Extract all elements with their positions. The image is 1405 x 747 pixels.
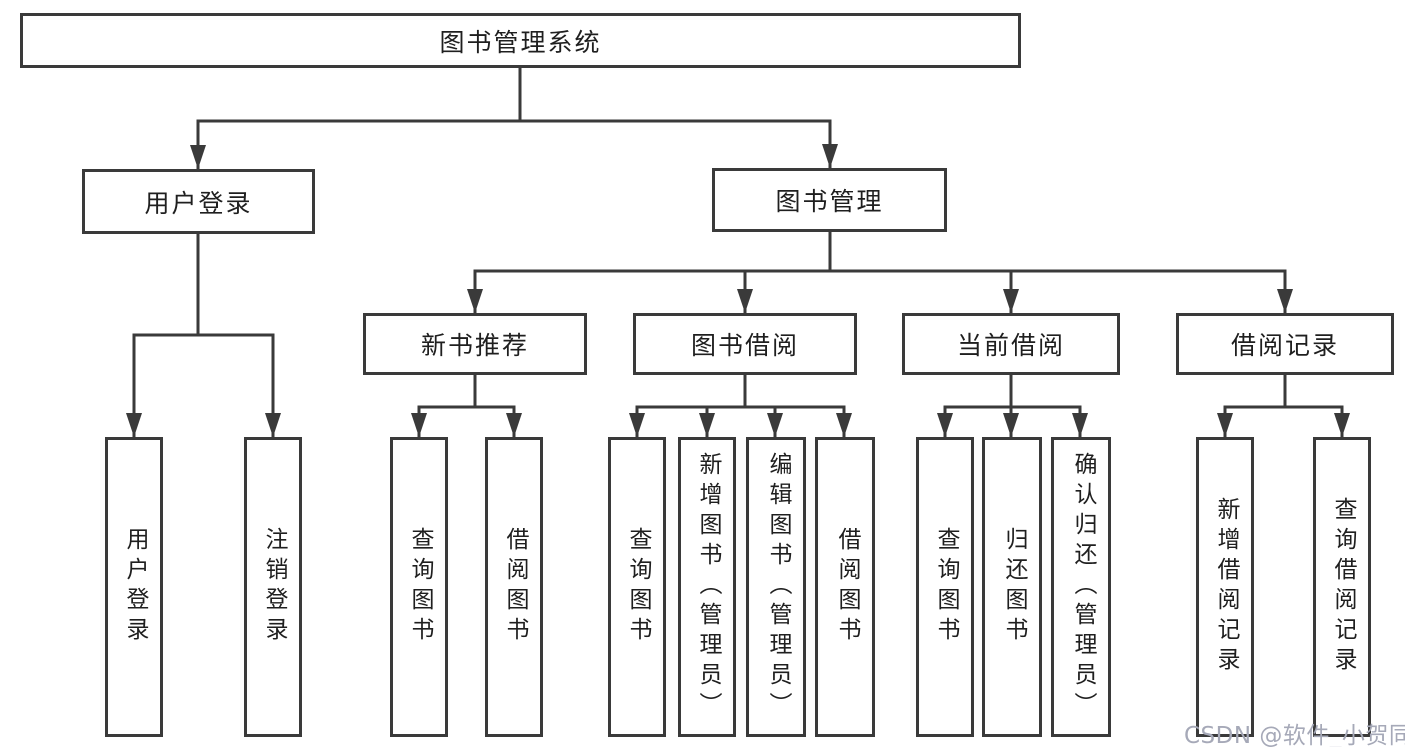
- leaf-logout: 注销登录: [244, 437, 302, 737]
- node-current-borrow: 当前借阅: [902, 313, 1120, 375]
- node-book-borrow: 图书借阅: [633, 313, 857, 375]
- leaf-current-query-books: 查询图书: [916, 437, 974, 737]
- node-root: 图书管理系统: [20, 13, 1021, 68]
- leaf-borrow-query-books: 查询图书: [608, 437, 666, 737]
- leaf-user-login: 用户登录: [105, 437, 163, 737]
- leaf-recommend-borrow-books: 借阅图书: [485, 437, 543, 737]
- node-new-book-recommend: 新书推荐: [363, 313, 587, 375]
- leaf-recommend-query-books: 查询图书: [390, 437, 448, 737]
- node-borrow-records: 借阅记录: [1176, 313, 1394, 375]
- node-user-login: 用户登录: [82, 169, 315, 234]
- leaf-current-confirm-return-admin: 确认归还（管理员）: [1051, 437, 1111, 737]
- node-book-management: 图书管理: [712, 168, 947, 232]
- leaf-borrow-edit-books-admin: 编辑图书（管理员）: [746, 437, 806, 737]
- leaf-current-return-books: 归还图书: [982, 437, 1042, 737]
- leaf-records-add-record: 新增借阅记录: [1196, 437, 1254, 737]
- leaf-borrow-add-books-admin: 新增图书（管理员）: [678, 437, 736, 737]
- leaf-borrow-borrow-books: 借阅图书: [815, 437, 875, 737]
- watermark: CSDN @软件_小贺同学: [1184, 723, 1405, 747]
- leaf-records-query-record: 查询借阅记录: [1313, 437, 1371, 737]
